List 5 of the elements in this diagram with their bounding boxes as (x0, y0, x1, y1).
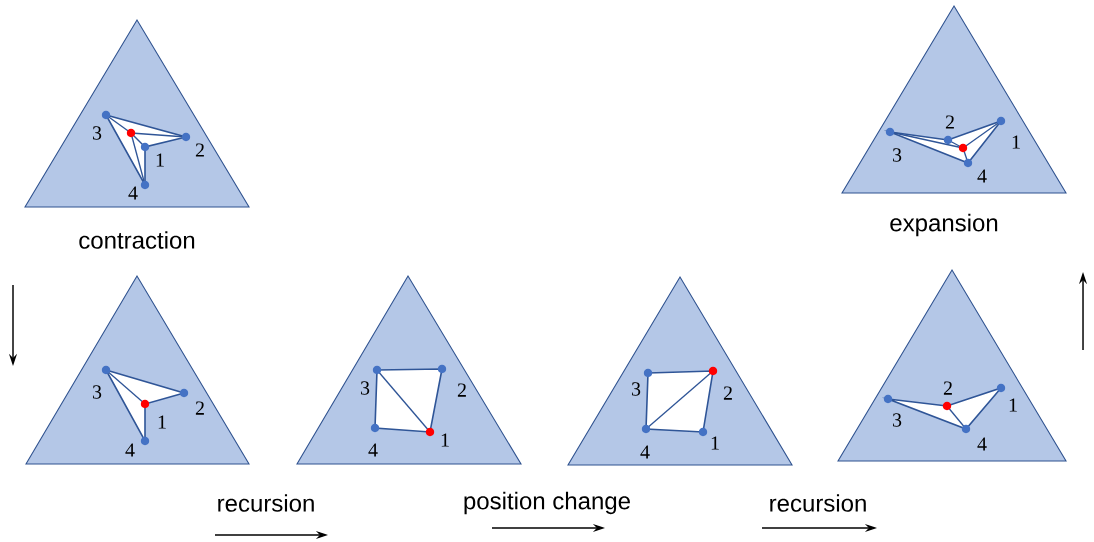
step-label: recursion (218, 494, 314, 512)
step-label: recursion (770, 494, 866, 512)
node-label: expansion (890, 213, 998, 237)
step-label: position change (464, 491, 630, 515)
node-label: contraction (79, 231, 195, 249)
